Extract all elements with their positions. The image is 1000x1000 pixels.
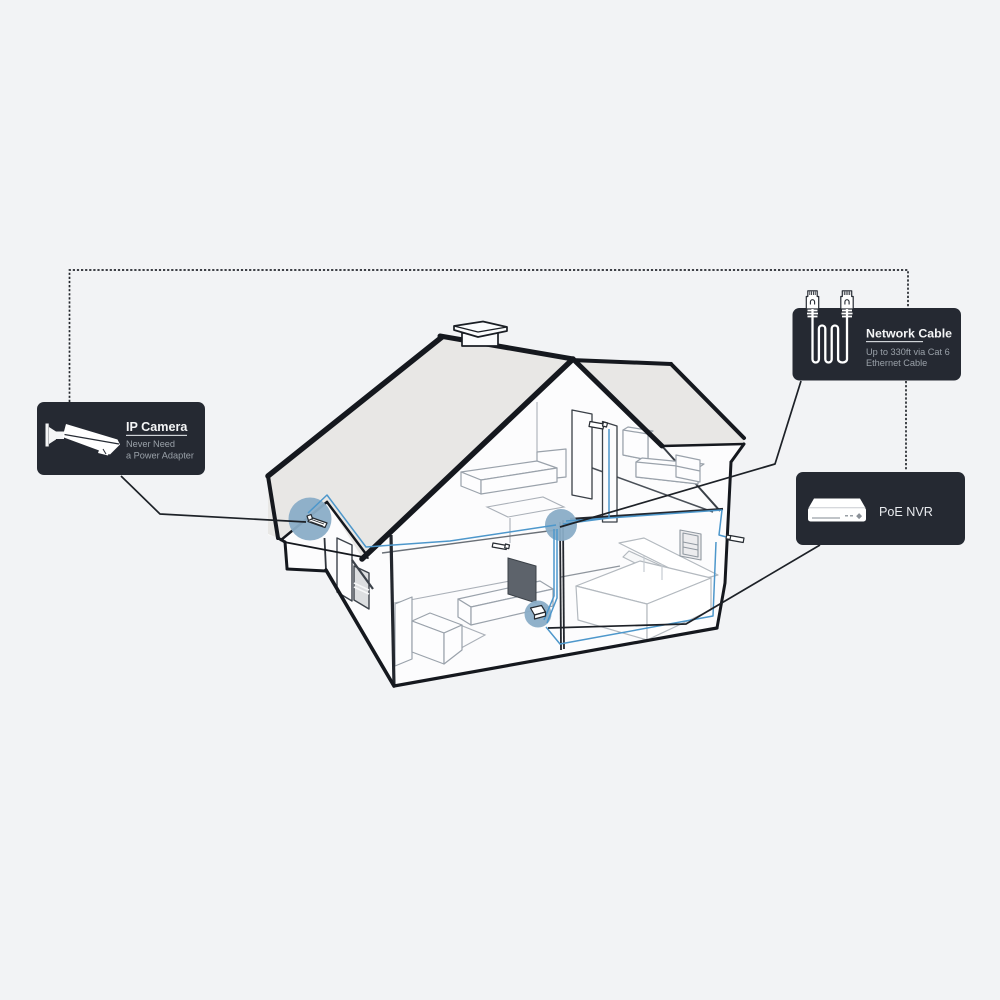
svg-text:PoE NVR: PoE NVR: [879, 505, 933, 519]
svg-text:Ethernet Cable: Ethernet Cable: [866, 358, 927, 368]
svg-text:Up to 330ft via Cat 6: Up to 330ft via Cat 6: [866, 347, 950, 357]
svg-text:a Power Adapter: a Power Adapter: [126, 451, 194, 461]
svg-text:Never Need: Never Need: [126, 439, 175, 449]
svg-text:IP Camera: IP Camera: [126, 420, 188, 434]
svg-text:Network Cable: Network Cable: [866, 327, 952, 341]
